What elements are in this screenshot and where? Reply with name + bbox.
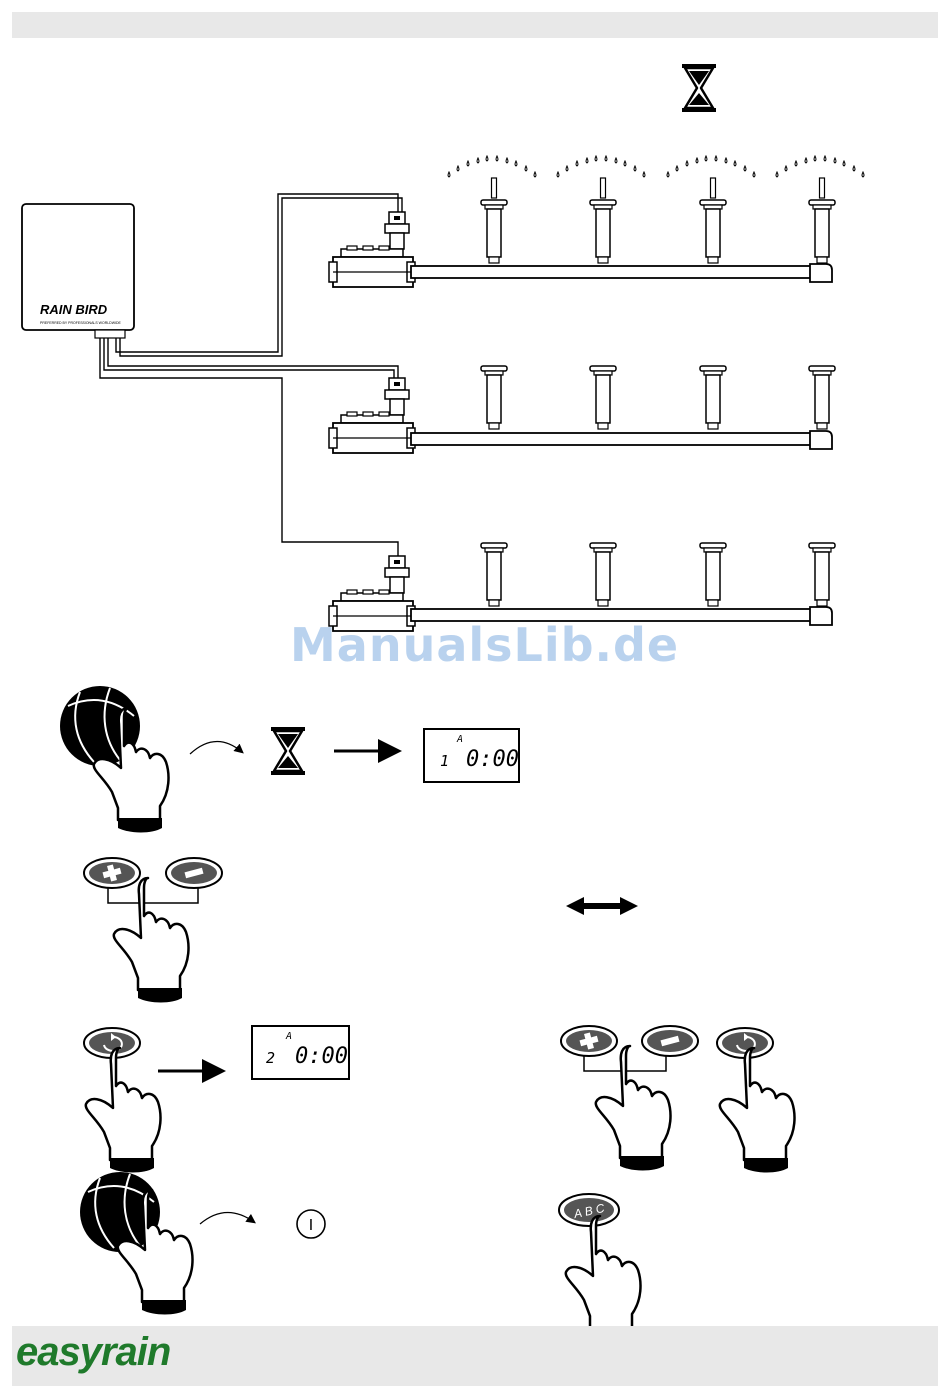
sprinkler-head	[809, 543, 835, 606]
sprinkler-head	[700, 543, 726, 606]
lcd-time: 0:00	[466, 747, 519, 772]
hourglass-icon	[682, 64, 716, 112]
lcd-program: A	[456, 734, 463, 745]
plus-button[interactable]	[561, 1026, 617, 1056]
controller-logo: RAIN BIRD	[40, 302, 108, 317]
off-symbol-label: I	[309, 1216, 313, 1234]
lcd-station: 2	[266, 1049, 275, 1067]
sprinkler-head	[590, 366, 616, 429]
controller-tagline: PREFERRED BY PROFESSIONALS WORLDWIDE	[40, 321, 122, 325]
sprinkler-head	[809, 366, 835, 429]
hand-icon	[566, 1216, 641, 1341]
footer-brand: easyrain	[16, 1330, 170, 1375]
hourglass-icon	[271, 727, 305, 775]
sprinkler-head	[481, 543, 507, 606]
sprinkler-head	[667, 156, 755, 263]
zone-2	[329, 366, 835, 453]
turn-arrow-icon	[200, 1212, 254, 1224]
double-arrow-icon	[566, 897, 638, 915]
sprinkler-head	[590, 543, 616, 606]
minus-button[interactable]	[642, 1026, 698, 1056]
sprinkler-head	[448, 156, 536, 263]
sprinkler-head	[700, 366, 726, 429]
watermark: ManualsLib.de	[290, 618, 679, 672]
sprinkler-head	[776, 156, 864, 263]
sprinkler-head	[481, 366, 507, 429]
plus-button[interactable]	[84, 858, 140, 888]
lcd-program: A	[285, 1031, 292, 1042]
hand-icon	[596, 1046, 671, 1171]
hand-icon	[720, 1048, 795, 1173]
sprinkler-head	[557, 156, 645, 263]
zone-1	[329, 156, 864, 287]
hand-icon	[86, 1048, 161, 1173]
hand-icon	[114, 878, 189, 1003]
lcd-time: 0:00	[295, 1044, 348, 1069]
minus-button[interactable]	[166, 858, 222, 888]
lcd-station: 1	[440, 752, 449, 770]
turn-arrow-icon	[190, 741, 242, 754]
controller-box	[22, 204, 134, 338]
